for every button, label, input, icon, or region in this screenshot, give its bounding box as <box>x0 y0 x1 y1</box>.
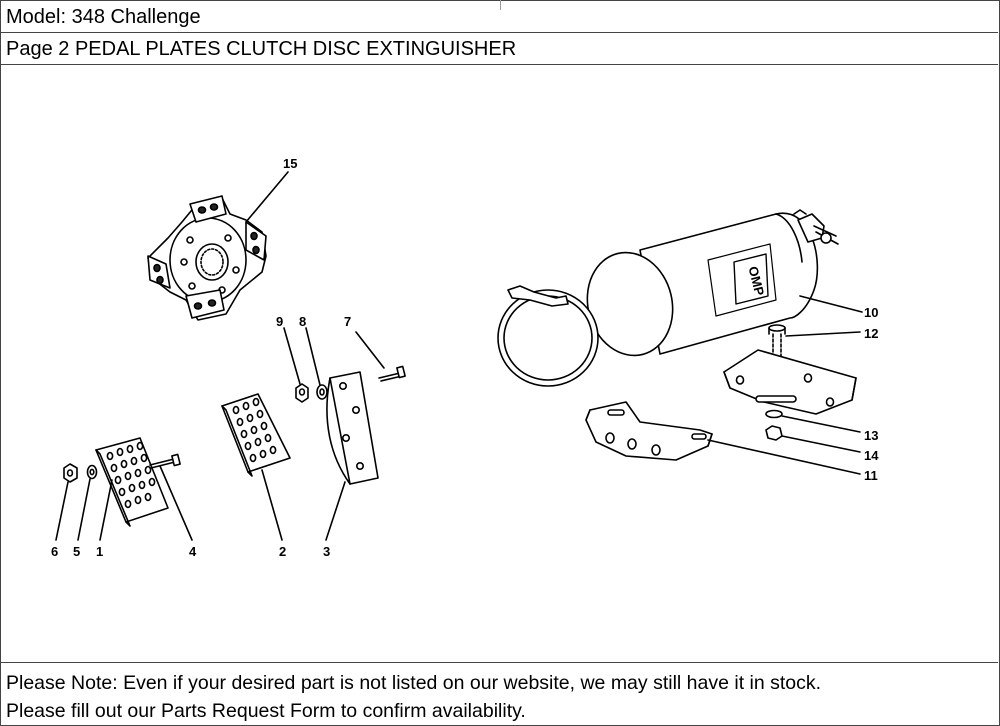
note-line-1: Please Note: Even if your desired part i… <box>6 672 822 694</box>
washer-13-drawing <box>765 409 861 433</box>
bracket-lower-drawing <box>585 401 861 475</box>
callout-6: 6 <box>51 544 58 559</box>
callout-13: 13 <box>864 428 878 443</box>
callout-15: 15 <box>283 156 297 171</box>
callout-14: 14 <box>864 448 879 463</box>
nut-14-drawing <box>765 425 861 453</box>
callout-3: 3 <box>323 544 330 559</box>
callout-10: 10 <box>864 305 878 320</box>
mounting-strap-drawing <box>497 285 599 387</box>
callout-5: 5 <box>73 544 80 559</box>
callout-2: 2 <box>279 544 286 559</box>
callout-7: 7 <box>344 314 351 329</box>
pedal-plate-2-drawing <box>221 393 291 541</box>
model-row: Model: 348 Challenge <box>0 0 998 33</box>
callout-1: 1 <box>96 544 103 559</box>
clutch-disc-drawing <box>147 171 289 321</box>
pedal-plate-3-drawing <box>325 371 379 541</box>
washer-5-drawing <box>77 464 98 541</box>
availability-note: Please Note: Even if your desired part i… <box>0 662 998 724</box>
note-line-2: Please fill out our Parts Request Form t… <box>6 700 526 722</box>
page-title: Page 2 PEDAL PLATES CLUTCH DISC EXTINGUI… <box>6 38 517 60</box>
bracket-upper-drawing <box>723 349 857 415</box>
header-divider <box>500 0 501 10</box>
callout-11: 11 <box>864 468 878 483</box>
nut-9-drawing <box>283 327 309 403</box>
screw-4-drawing <box>149 453 193 541</box>
callout-4: 4 <box>189 544 197 559</box>
parts-diagram-svg: OMP 15 9 8 7 10 12 13 14 11 6 5 1 4 2 3 <box>51 156 879 559</box>
nut-6-drawing <box>55 463 78 541</box>
page-row: Page 2 PEDAL PLATES CLUTCH DISC EXTINGUI… <box>0 33 998 65</box>
callout-9: 9 <box>276 314 283 329</box>
washer-8-drawing <box>305 327 328 400</box>
callout-8: 8 <box>299 314 306 329</box>
screw-7-drawing <box>355 331 406 382</box>
extinguisher-drawing <box>586 209 863 357</box>
parts-diagram: OMP 15 9 8 7 10 12 13 14 11 6 5 1 4 2 3 <box>0 66 1000 661</box>
model-title: Model: 348 Challenge <box>6 6 201 28</box>
callout-12: 12 <box>864 326 878 341</box>
extinguisher-brand-label: OMP <box>746 265 768 298</box>
pedal-plate-1-drawing <box>95 437 169 541</box>
